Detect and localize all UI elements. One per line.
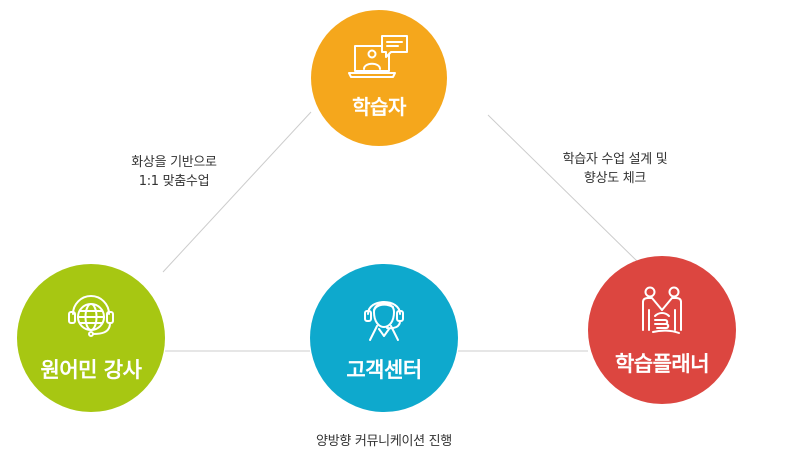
node-learner: 학습자 [311, 10, 447, 146]
caption-right-line2: 향상도 체크 [583, 171, 647, 186]
node-center: 고객센터 [310, 264, 458, 412]
connector-learner-planner [487, 114, 642, 266]
handshake-people-icon [642, 286, 682, 334]
caption-learner-teacher: 화상을 기반으로 1:1 맞춤수업 [104, 153, 244, 191]
node-learner-label: 학습자 [352, 95, 406, 119]
node-planner: 학습플래너 [588, 256, 736, 404]
caption-bottom-line1: 양방향 커뮤니케이션 진행 [316, 434, 452, 449]
caption-left-line1: 화상을 기반으로 [131, 155, 217, 170]
caption-left-line2: 1:1 맞춤수업 [138, 174, 210, 189]
connector-learner-teacher [162, 111, 312, 273]
caption-center-communication: 양방향 커뮤니케이션 진행 [284, 432, 484, 451]
node-center-label: 고객센터 [346, 358, 422, 382]
node-planner-label: 학습플래너 [614, 352, 710, 376]
caption-right-line1: 학습자 수업 설계 및 [562, 152, 668, 167]
video-chat-laptop-icon [348, 35, 408, 78]
caption-learner-planner: 학습자 수업 설계 및 향상도 체크 [545, 150, 685, 188]
globe-headset-icon [68, 295, 114, 337]
headset-agent-icon [364, 301, 404, 341]
node-teacher: 원어민 강사 [17, 264, 165, 412]
node-teacher-label: 원어민 강사 [40, 358, 142, 382]
